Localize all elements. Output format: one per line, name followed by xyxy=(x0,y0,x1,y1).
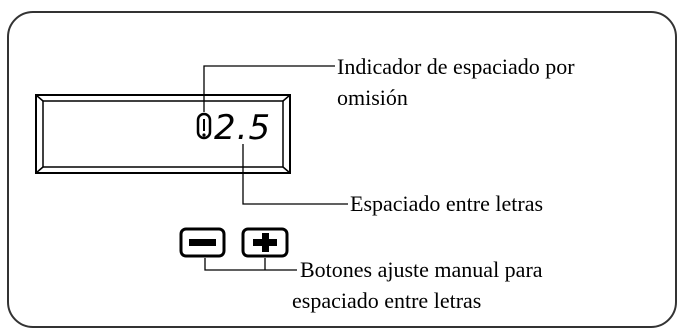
lcd-display xyxy=(35,94,291,174)
plus-button[interactable] xyxy=(241,227,289,258)
spacing-value-readout: 2.5 xyxy=(214,108,271,148)
plus-icon xyxy=(253,233,277,252)
letter-spacing-leader-line xyxy=(242,144,348,205)
buttons-label-line2: espaciado entre letras xyxy=(292,288,482,313)
indicator-leader-line xyxy=(203,65,335,112)
control-panel-frame xyxy=(7,11,677,328)
buttons-label-line1: Botones ajuste manual para xyxy=(300,257,543,282)
default-indicator-label-line2: omisión xyxy=(337,85,408,110)
minus-button[interactable] xyxy=(179,227,226,258)
default-spacing-indicator-icon xyxy=(196,112,212,140)
buttons-leader-line xyxy=(204,258,297,271)
letter-spacing-label: Espaciado entre letras xyxy=(350,191,544,216)
minus-icon xyxy=(189,239,216,246)
default-indicator-label-line1: Indicador de espaciado por xyxy=(337,54,575,79)
